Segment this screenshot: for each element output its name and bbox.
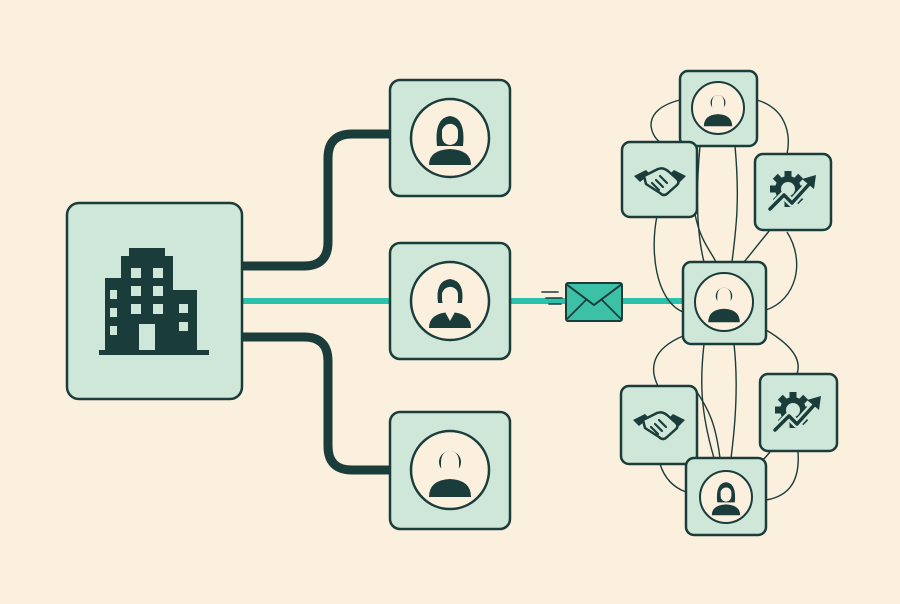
contact-card-top: [388, 78, 512, 198]
network-node-top-person: [678, 69, 759, 148]
speed-lines: [541, 291, 563, 305]
connector-hub-bottom: [237, 332, 395, 475]
envelope-icon: [565, 282, 623, 322]
network-node-lower-growth: [758, 372, 839, 453]
network-node-upper-growth: [753, 152, 833, 232]
network-node-bottom-person: [684, 456, 768, 537]
network-node-lower-handshake: [619, 384, 699, 466]
contact-card-middle: [388, 241, 512, 361]
contact-card-bottom: [388, 410, 512, 531]
network-node-center: [681, 260, 768, 346]
network-node-upper-handshake: [620, 140, 699, 219]
network-links: [650, 99, 799, 501]
message: [541, 282, 623, 322]
connector-hub-top: [237, 129, 395, 271]
company-hub: [65, 201, 244, 401]
